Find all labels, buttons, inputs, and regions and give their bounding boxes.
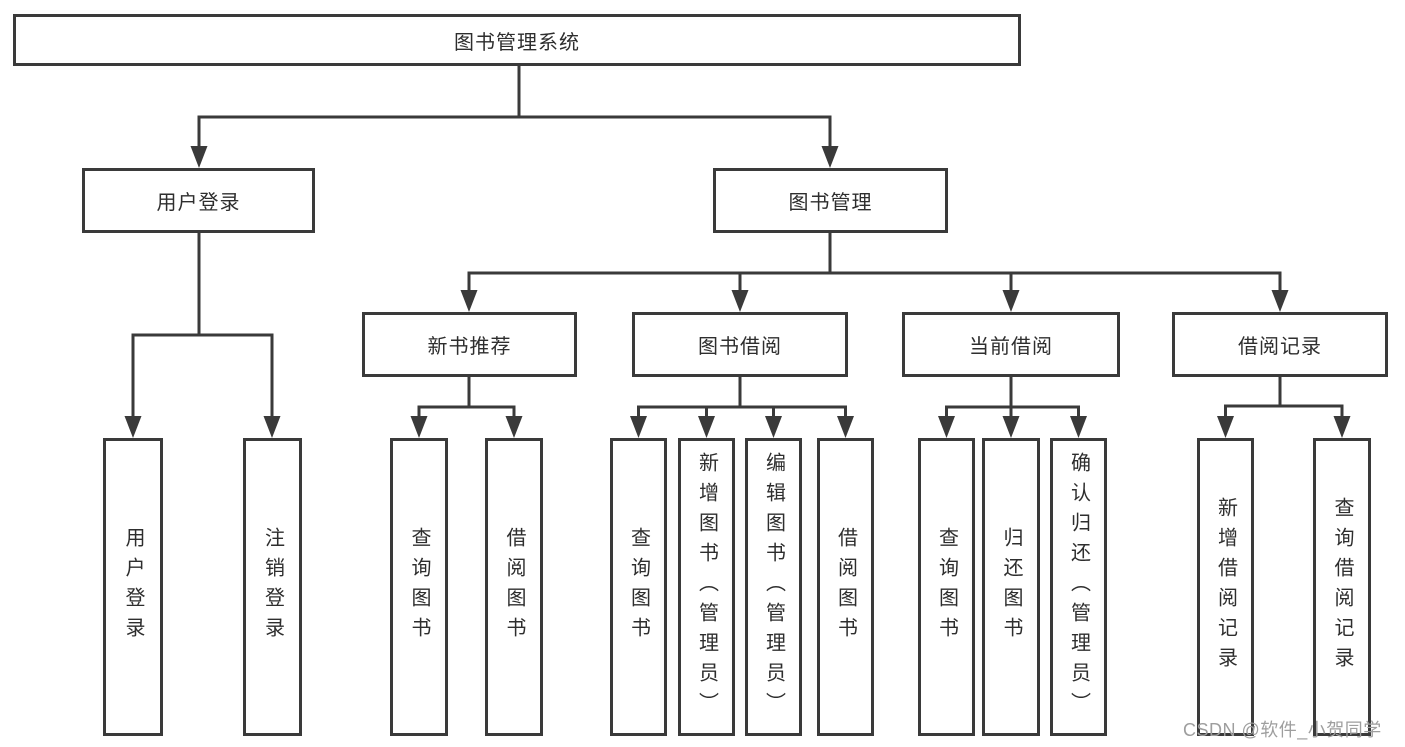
- leaf-borrow-books-recommend: 借阅图书: [485, 438, 543, 736]
- arrowheads: [124, 146, 1351, 438]
- node-label: 当前借阅: [969, 336, 1053, 358]
- leaf-label: 查询图书: [935, 527, 958, 647]
- leaf-borrow-books: 借阅图书: [817, 438, 874, 736]
- leaf-label: 归还图书: [1000, 527, 1022, 647]
- leaf-label: 借阅图书: [503, 527, 525, 647]
- leaf-add-books-admin: 新增图书（管理员）: [678, 438, 735, 736]
- node-user-login: 用户登录: [82, 168, 315, 233]
- leaf-add-borrow-record: 新增借阅记录: [1197, 438, 1254, 736]
- csdn-watermark: CSDN @软件_小贺同学: [1183, 720, 1382, 740]
- leaf-query-books-current: 查询图书: [918, 438, 975, 736]
- leaf-edit-books-admin: 编辑图书（管理员）: [745, 438, 802, 736]
- leaf-label: 查询图书: [408, 527, 430, 647]
- leaf-label: 用户登录: [122, 527, 144, 647]
- node-library-management-system: 图书管理系统: [13, 14, 1021, 66]
- leaf-label: 确认归还（管理员）: [1067, 452, 1090, 722]
- leaf-label: 新增借阅记录: [1214, 497, 1237, 677]
- node-book-borrow: 图书借阅: [632, 312, 848, 377]
- leaf-query-books-borrow: 查询图书: [610, 438, 667, 736]
- leaf-query-books-recommend: 查询图书: [390, 438, 448, 736]
- node-borrow-records: 借阅记录: [1172, 312, 1388, 377]
- leaf-confirm-return-admin: 确认归还（管理员）: [1050, 438, 1107, 736]
- node-label: 图书管理系统: [454, 31, 580, 54]
- node-label: 图书管理: [788, 192, 873, 214]
- leaf-label: 编辑图书（管理员）: [762, 452, 785, 722]
- leaf-label: 查询图书: [627, 527, 650, 647]
- leaf-query-borrow-record: 查询借阅记录: [1313, 438, 1371, 736]
- node-new-book-recommend: 新书推荐: [362, 312, 577, 377]
- leaf-label: 新增图书（管理员）: [695, 452, 718, 722]
- node-label: 图书借阅: [698, 336, 782, 358]
- node-label: 新书推荐: [427, 336, 512, 358]
- leaf-label: 查询借阅记录: [1331, 497, 1353, 677]
- leaf-return-books: 归还图书: [982, 438, 1040, 736]
- leaf-label: 借阅图书: [834, 527, 857, 647]
- leaf-logout-login: 注销登录: [243, 438, 302, 736]
- leaf-user-login: 用户登录: [103, 438, 163, 736]
- node-label: 借阅记录: [1238, 336, 1322, 358]
- node-label: 用户登录: [156, 192, 241, 214]
- node-book-management: 图书管理: [713, 168, 948, 233]
- leaf-label: 注销登录: [261, 527, 284, 647]
- node-current-borrow: 当前借阅: [902, 312, 1120, 377]
